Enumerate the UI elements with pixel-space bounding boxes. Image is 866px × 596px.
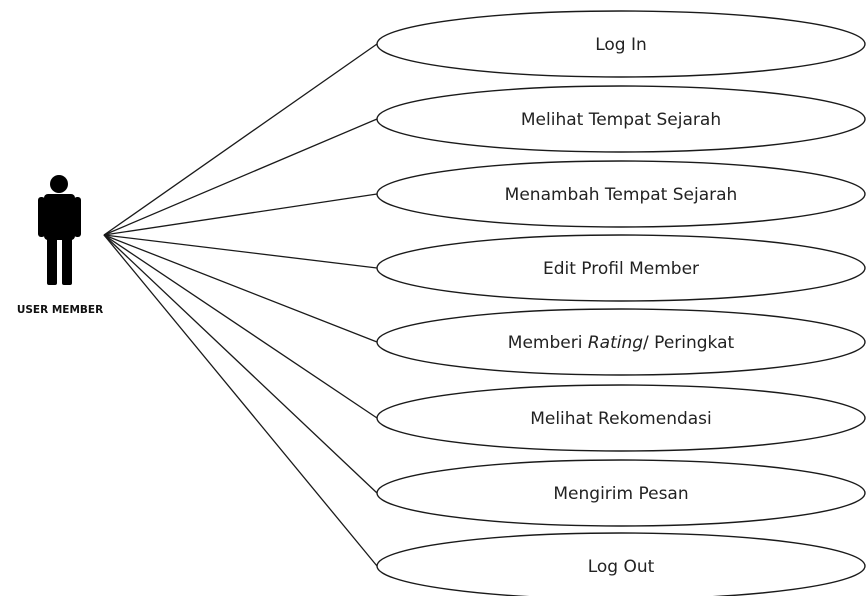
use-case-mengirim-pesan: Mengirim Pesan [376,459,866,527]
use-case-label: Melihat Rekomendasi [530,409,712,429]
use-case-memberi-rating: Memberi Rating/ Peringkat [376,308,866,376]
use-case-label: Memberi Rating/ Peringkat [508,333,735,353]
association-line [103,118,378,236]
use-case-label-part: Memberi [508,333,588,353]
use-case-menambah-tempat-sejarah: Menambah Tempat Sejarah [376,160,866,228]
use-case-ellipse [376,532,866,596]
use-case-label: Melihat Tempat Sejarah [521,110,721,130]
association-line [103,234,378,494]
association-line [103,234,378,419]
use-case-ellipse [376,85,866,153]
use-case-ellipse [376,234,866,302]
association-line [103,193,378,236]
use-case-log-out: Log Out [376,532,866,596]
use-case-label: Log In [595,35,647,55]
use-case-label-part: Edit Profil Member [543,259,699,279]
actor: USER MEMBER [17,175,103,316]
association-line [103,43,378,236]
use-case-melihat-tempat-sejarah: Melihat Tempat Sejarah [376,85,866,153]
use-case-label-part: / Peringkat [643,333,734,353]
use-case-label-part: Melihat Tempat Sejarah [521,110,721,130]
use-case-ellipse [376,308,866,376]
use-case-edit-profil-member: Edit Profil Member [376,234,866,302]
use-case-label-part: Log In [595,35,647,55]
use-case-ellipse [376,384,866,452]
use-case-label-part: Mengirim Pesan [553,484,688,504]
use-case-label: Edit Profil Member [543,259,699,279]
use-case-label-part: Rating [588,333,643,353]
association-line [103,234,378,269]
use-case-log-in: Log In [376,10,866,78]
use-case-label: Log Out [588,557,655,577]
use-case-label-part: Menambah Tempat Sejarah [505,185,738,205]
use-case-label-part: Log Out [588,557,655,577]
actor-label: USER MEMBER [17,304,103,316]
person-icon [38,175,81,285]
use-case-ellipse [376,459,866,527]
use-case-label: Menambah Tempat Sejarah [505,185,738,205]
use-case-melihat-rekomendasi: Melihat Rekomendasi [376,384,866,452]
use-case-label: Mengirim Pesan [553,484,688,504]
use-case-ellipse [376,10,866,78]
association-lines [103,43,378,567]
association-line [103,234,378,343]
association-line [103,234,378,567]
use-case-label-part: Melihat Rekomendasi [530,409,712,429]
use-case-ellipse [376,160,866,228]
